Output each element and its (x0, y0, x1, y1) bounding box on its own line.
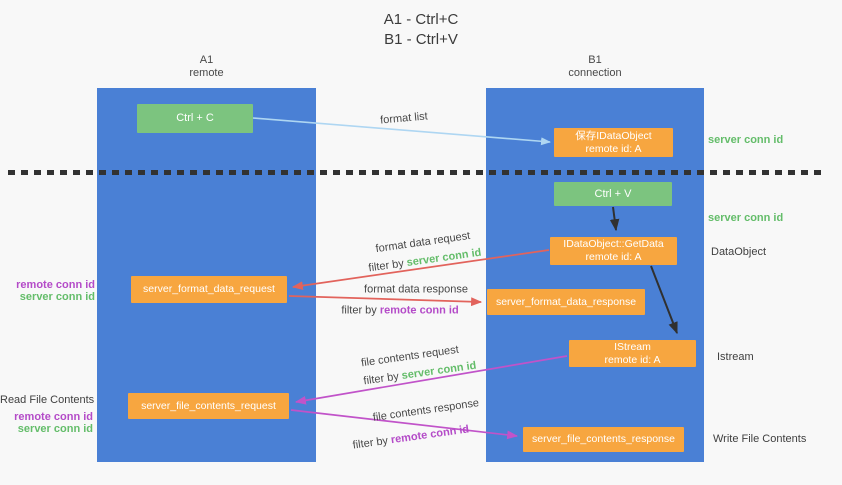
filter-remote-conn-id-value: remote conn id (390, 423, 470, 447)
server-format-data-request-box: server_format_data_request (131, 276, 287, 303)
file-response-label: server_file_contents_response (531, 433, 675, 445)
istream-line1: IStream (614, 340, 651, 353)
session-divider-dotted-line (8, 170, 824, 175)
istream-box: IStream remote id: A (569, 340, 696, 367)
lane-header-a1: A1 remote (97, 54, 316, 80)
server-file-contents-response-box: server_file_contents_response (523, 427, 684, 452)
filter-by-prefix: filter by (362, 370, 403, 388)
read-file-contents-label: Read File Contents (0, 394, 95, 406)
remote-conn-id-label-file: remote conn id (14, 411, 93, 423)
remote-conn-id-label-format: remote conn id (16, 279, 95, 291)
filter-remote-conn-id-value: remote conn id (379, 304, 459, 317)
ctrl-v-label: Ctrl + V (594, 187, 632, 200)
server-conn-id-label-mid: server conn id (708, 212, 784, 224)
filter-by-prefix: filter by (341, 304, 380, 317)
format-request-label: server_format_data_request (143, 283, 275, 295)
format-data-response-label: format data response (364, 283, 468, 296)
lane-header-b1: B1 connection (486, 54, 704, 80)
istream-side-label: Istream (717, 351, 754, 363)
server-format-data-response-box: server_format_data_response (487, 289, 645, 315)
format-list-label: format list (379, 110, 429, 127)
filter-by-prefix: filter by (367, 257, 408, 275)
server-conn-id-label-top: server conn id (708, 134, 784, 146)
title-line-1: A1 - Ctrl+C (383, 11, 459, 28)
title-line-2: B1 - Ctrl+V (384, 31, 458, 48)
filter-by-remote-conn-id-format: filter by remote conn id (341, 305, 458, 318)
file-conn-id-group: Read File Contents remote conn id server… (0, 394, 95, 435)
server-file-contents-request-box: server_file_contents_request (128, 393, 289, 419)
write-file-contents-label: Write File Contents (713, 433, 807, 445)
format-response-label: server_format_data_response (495, 295, 637, 308)
lane-a1-subtitle: remote (189, 67, 224, 79)
arrow-format-data-response (288, 295, 483, 307)
istream-line2: remote id: A (604, 353, 661, 366)
filter-by-remote-conn-id-file: filter by remote conn id (352, 423, 470, 452)
filter-by-prefix: filter by (351, 434, 392, 452)
server-conn-id-label-format: server conn id (19, 291, 95, 303)
diagram-title: A1 - Ctrl+C B1 - Ctrl+V (0, 10, 842, 50)
file-request-label: server_file_contents_request (141, 399, 276, 412)
getdata-line2: remote id: A (585, 251, 642, 263)
idataobject-getdata-box: IDataObject::GetData remote id: A (550, 237, 677, 265)
dataobject-label: DataObject (711, 246, 767, 258)
ctrl-v-box: Ctrl + V (554, 182, 672, 206)
lane-b1-title: B1 (588, 54, 602, 66)
server-conn-id-label-file: server conn id (17, 423, 93, 435)
save-idataobject-line1: 保存IDataObject (575, 129, 652, 142)
lane-a1-title: A1 (199, 54, 214, 66)
file-contents-response-label: file contents response (372, 397, 480, 424)
lane-b1-subtitle: connection (568, 67, 622, 79)
format-conn-id-group: remote conn id server conn id (0, 279, 95, 303)
save-idataobject-box: 保存IDataObject remote id: A (554, 128, 673, 157)
ctrl-c-box: Ctrl + C (137, 104, 253, 133)
ctrl-c-label: Ctrl + C (176, 112, 214, 124)
getdata-line1: IDataObject::GetData (563, 238, 664, 250)
save-idataobject-line2: remote id: A (585, 142, 642, 155)
